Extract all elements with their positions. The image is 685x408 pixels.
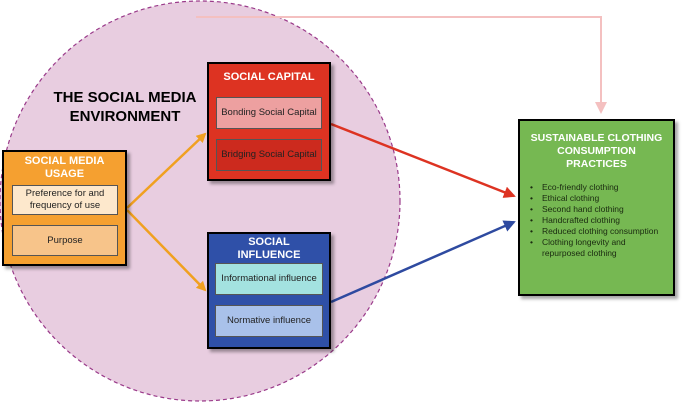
social-influence-title-line1: SOCIAL bbox=[248, 236, 290, 248]
arrow-influence-to-practices bbox=[330, 220, 516, 304]
arrow-capital-to-practices bbox=[330, 122, 516, 198]
environment-title-line2: ENVIRONMENT bbox=[69, 108, 181, 125]
practice-item: Clothing longevity and repurposed clothi… bbox=[530, 237, 670, 259]
bonding-social-capital-box: Bonding Social Capital bbox=[216, 97, 322, 129]
practice-item: Ethical clothing bbox=[530, 193, 670, 204]
sustainable-practices-title: SUSTAINABLE CLOTHING CONSUMPTION PRACTIC… bbox=[520, 132, 673, 171]
bridging-social-capital-box: Bridging Social Capital bbox=[216, 139, 322, 171]
environment-title-line1: THE SOCIAL MEDIA bbox=[53, 89, 197, 106]
purpose-box: Purpose bbox=[12, 225, 118, 256]
informational-influence-box: Informational influence bbox=[215, 263, 323, 295]
practice-item: Reduced clothing consumption bbox=[530, 226, 670, 237]
arrow-usage-to-influence bbox=[126, 209, 207, 292]
feedback-arrow-pink bbox=[196, 16, 607, 114]
sustainable-practices-title-line2: CONSUMPTION bbox=[557, 145, 636, 157]
social-capital-box: SOCIAL CAPITAL Bonding Social Capital Br… bbox=[207, 62, 331, 181]
preference-frequency-box: Preference for and frequency of use bbox=[12, 185, 118, 215]
sustainable-practices-title-line3: PRACTICES bbox=[566, 158, 627, 170]
social-influence-title: SOCIAL INFLUENCE bbox=[209, 236, 329, 262]
environment-title: THE SOCIAL MEDIA ENVIRONMENT bbox=[40, 88, 210, 126]
practice-item: Second hand clothing bbox=[530, 204, 670, 215]
practice-list: Eco-friendly clothing Ethical clothing S… bbox=[530, 182, 670, 259]
sustainable-practices-box: SUSTAINABLE CLOTHING CONSUMPTION PRACTIC… bbox=[518, 119, 675, 296]
arrow-usage-to-capital bbox=[126, 132, 207, 209]
social-capital-title: SOCIAL CAPITAL bbox=[223, 71, 315, 83]
social-influence-box: SOCIAL INFLUENCE Informational influence… bbox=[207, 232, 331, 349]
normative-influence-box: Normative influence bbox=[215, 305, 323, 337]
social-media-usage-title: SOCIAL MEDIA USAGE bbox=[4, 155, 125, 181]
social-media-usage-title-line2: USAGE bbox=[44, 168, 85, 180]
practice-item: Handcrafted clothing bbox=[530, 215, 670, 226]
social-influence-title-line2: INFLUENCE bbox=[237, 249, 301, 261]
sustainable-practices-title-line1: SUSTAINABLE CLOTHING bbox=[530, 132, 663, 144]
social-media-usage-title-line1: SOCIAL MEDIA bbox=[24, 155, 105, 167]
social-media-usage-box: SOCIAL MEDIA USAGE Preference for and fr… bbox=[2, 150, 127, 266]
practice-item: Eco-friendly clothing bbox=[530, 182, 670, 193]
